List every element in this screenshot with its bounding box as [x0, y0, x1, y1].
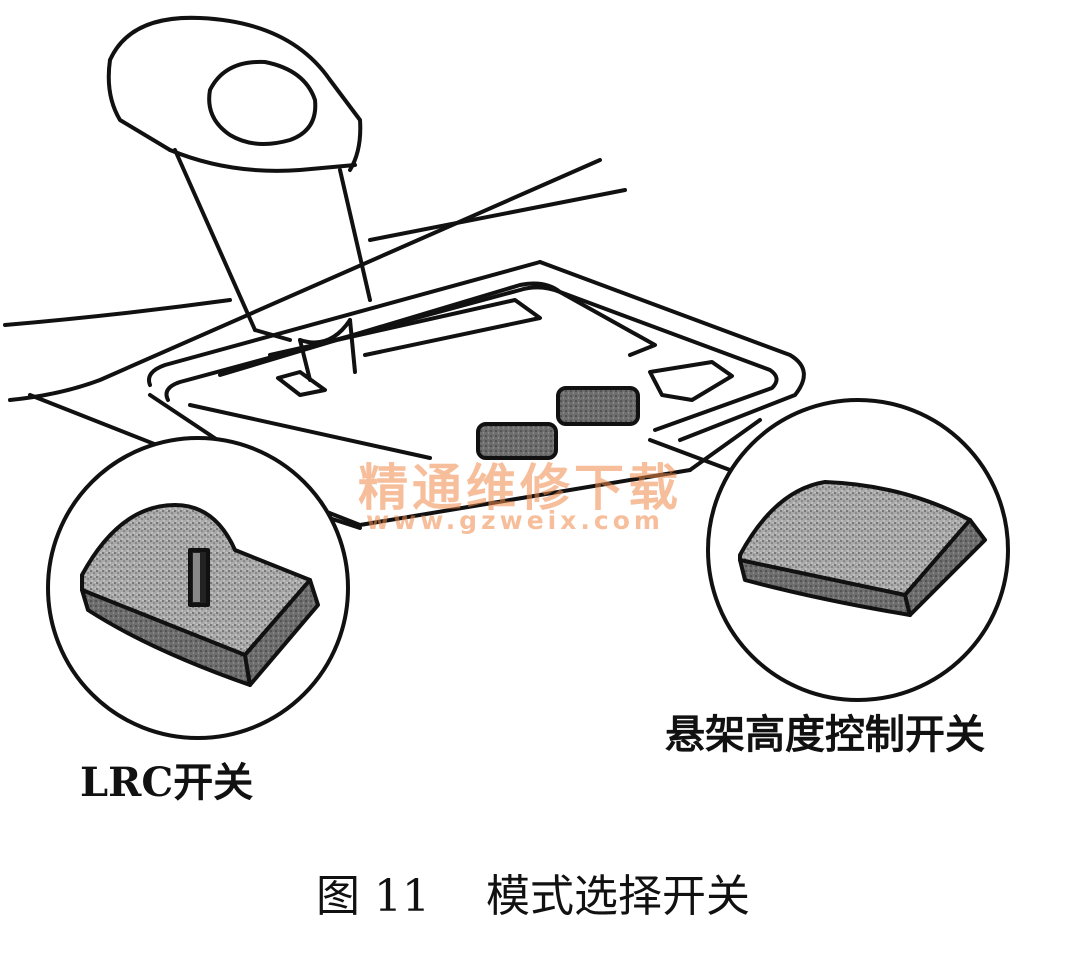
figure-number: 图 11: [316, 871, 430, 922]
height-control-switch-icon: [738, 480, 987, 617]
callout-line-height: [648, 438, 732, 472]
watermark-site-name: 精通维修下载: [358, 459, 682, 517]
figure-caption: 图 11 模式选择开关: [316, 860, 750, 924]
gear-indicator-panel: [188, 281, 657, 460]
console-switch-right[interactable]: [648, 360, 734, 402]
lrc-switch-label: LRC开关: [80, 759, 254, 806]
watermark-url: www.gzweix.com: [366, 506, 664, 535]
figure-title: 模式选择开关: [485, 871, 750, 922]
console-switch-left[interactable]: [476, 422, 558, 460]
console-switch-middle[interactable]: [556, 386, 640, 426]
height-control-switch-label: 悬架高度控制开关: [665, 711, 985, 758]
lrc-switch-icon: [80, 503, 320, 687]
gear-shift-lever: [106, 15, 372, 382]
